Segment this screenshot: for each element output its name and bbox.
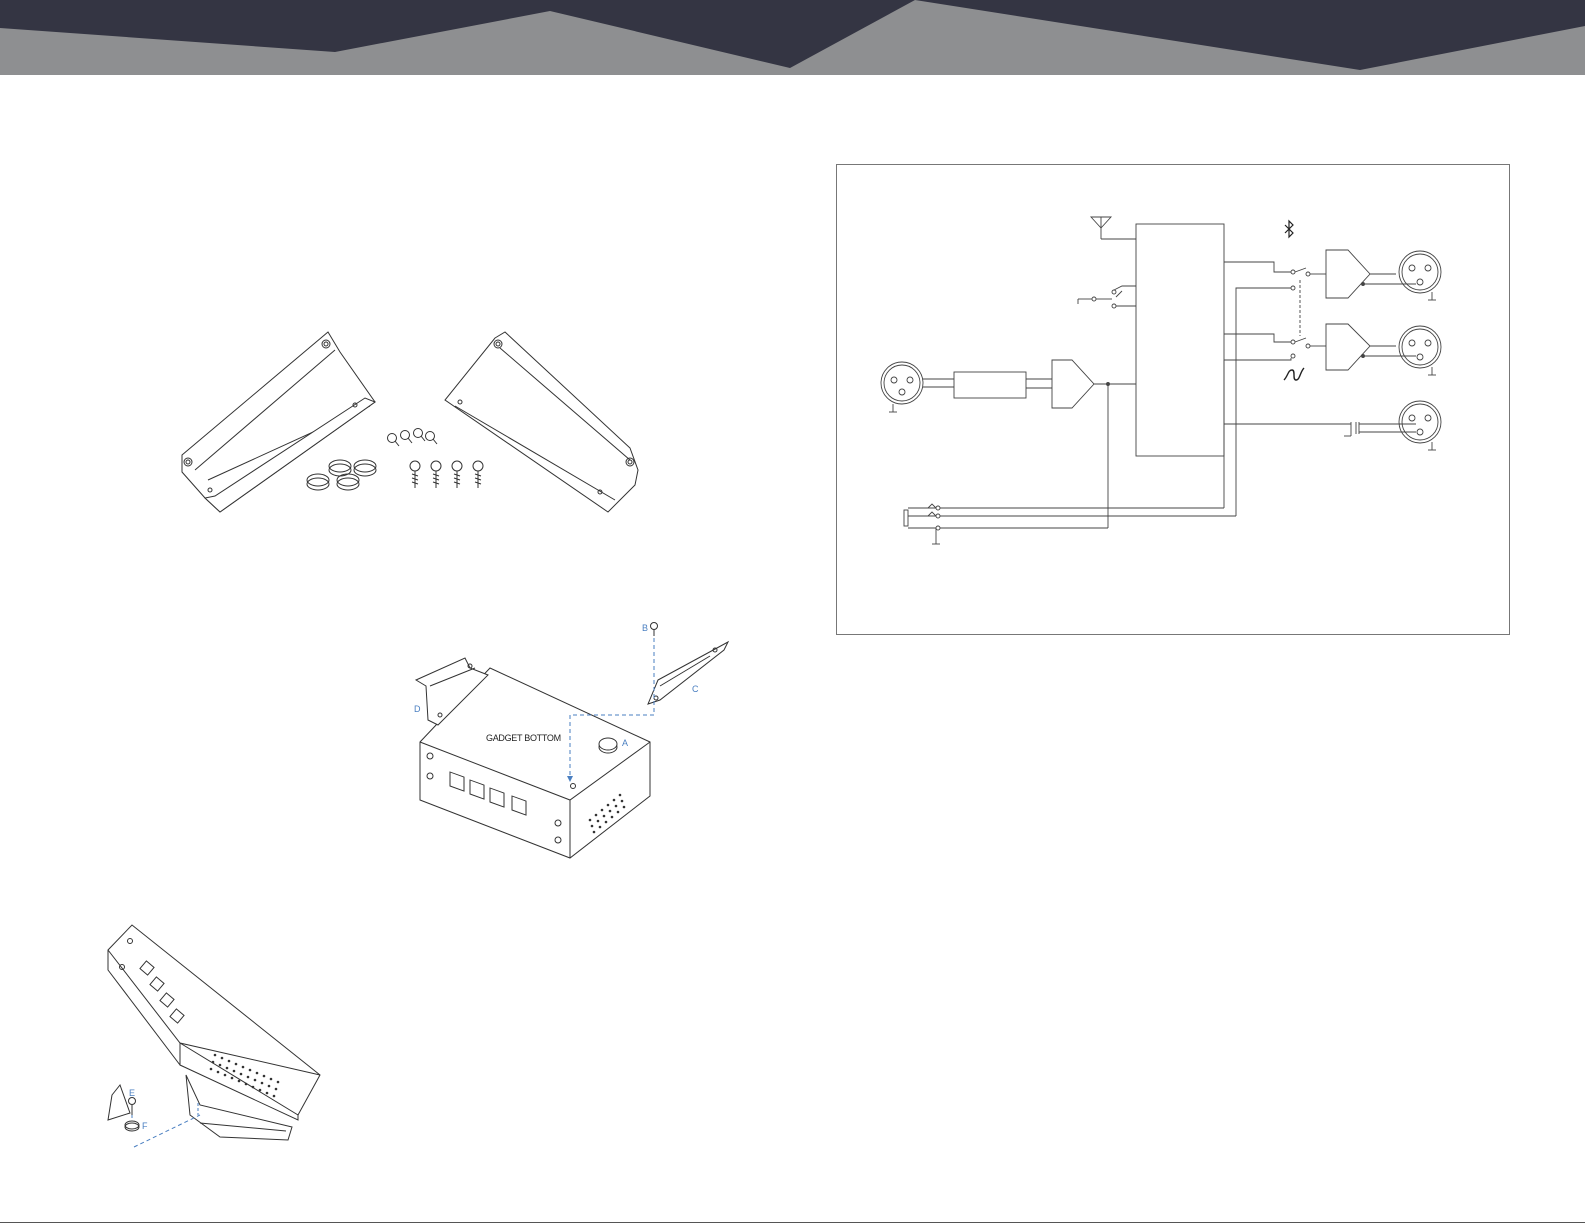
headphone-jack: [904, 504, 940, 544]
xlr-output-connector-2: [1399, 326, 1441, 375]
label-b: B: [642, 623, 648, 633]
label-e: E: [129, 1088, 135, 1098]
label-c: C: [692, 684, 699, 694]
header-banner: [0, 0, 1585, 75]
isolation-transformer: [1344, 422, 1416, 436]
label-d: D: [414, 704, 421, 714]
foot-f: [125, 1121, 139, 1131]
xlr-output-connector-1: [1399, 251, 1441, 300]
bracket-c: [648, 642, 728, 704]
antenna-icon: [1091, 217, 1136, 239]
rubber-feet: [307, 460, 376, 490]
input-amplifier: [1052, 360, 1094, 408]
bluetooth-icon: [1285, 221, 1293, 237]
xlr-input-connector: [881, 362, 954, 412]
output-amplifier-2: [1326, 324, 1370, 370]
wood-screws: [410, 461, 483, 488]
xlr-output-connector-3: [1399, 401, 1441, 450]
device-caption: GADGET BOTTOM: [486, 733, 561, 743]
processor-block: [1136, 224, 1224, 456]
cable-plug-icon: [1284, 368, 1304, 380]
tilted-mount-illustration: E F: [100, 915, 330, 1155]
right-bracket: [445, 332, 638, 512]
footer-rule: [0, 1222, 1585, 1223]
screw-b: [651, 623, 658, 637]
machine-screws: [388, 429, 438, 447]
tilted-device: [108, 925, 320, 1120]
block-diagram: [836, 164, 1510, 635]
left-bracket: [182, 332, 375, 512]
label-f: F: [142, 1121, 148, 1131]
label-a: A: [622, 738, 628, 748]
bracket-assembly-illustration: B C D A GADGET BOTTOM: [410, 620, 740, 860]
output-amplifier-1: [1326, 250, 1370, 298]
mounting-kit-illustration: [160, 320, 670, 525]
pairing-switch: [1078, 286, 1136, 308]
input-stage-block: [954, 372, 1026, 398]
